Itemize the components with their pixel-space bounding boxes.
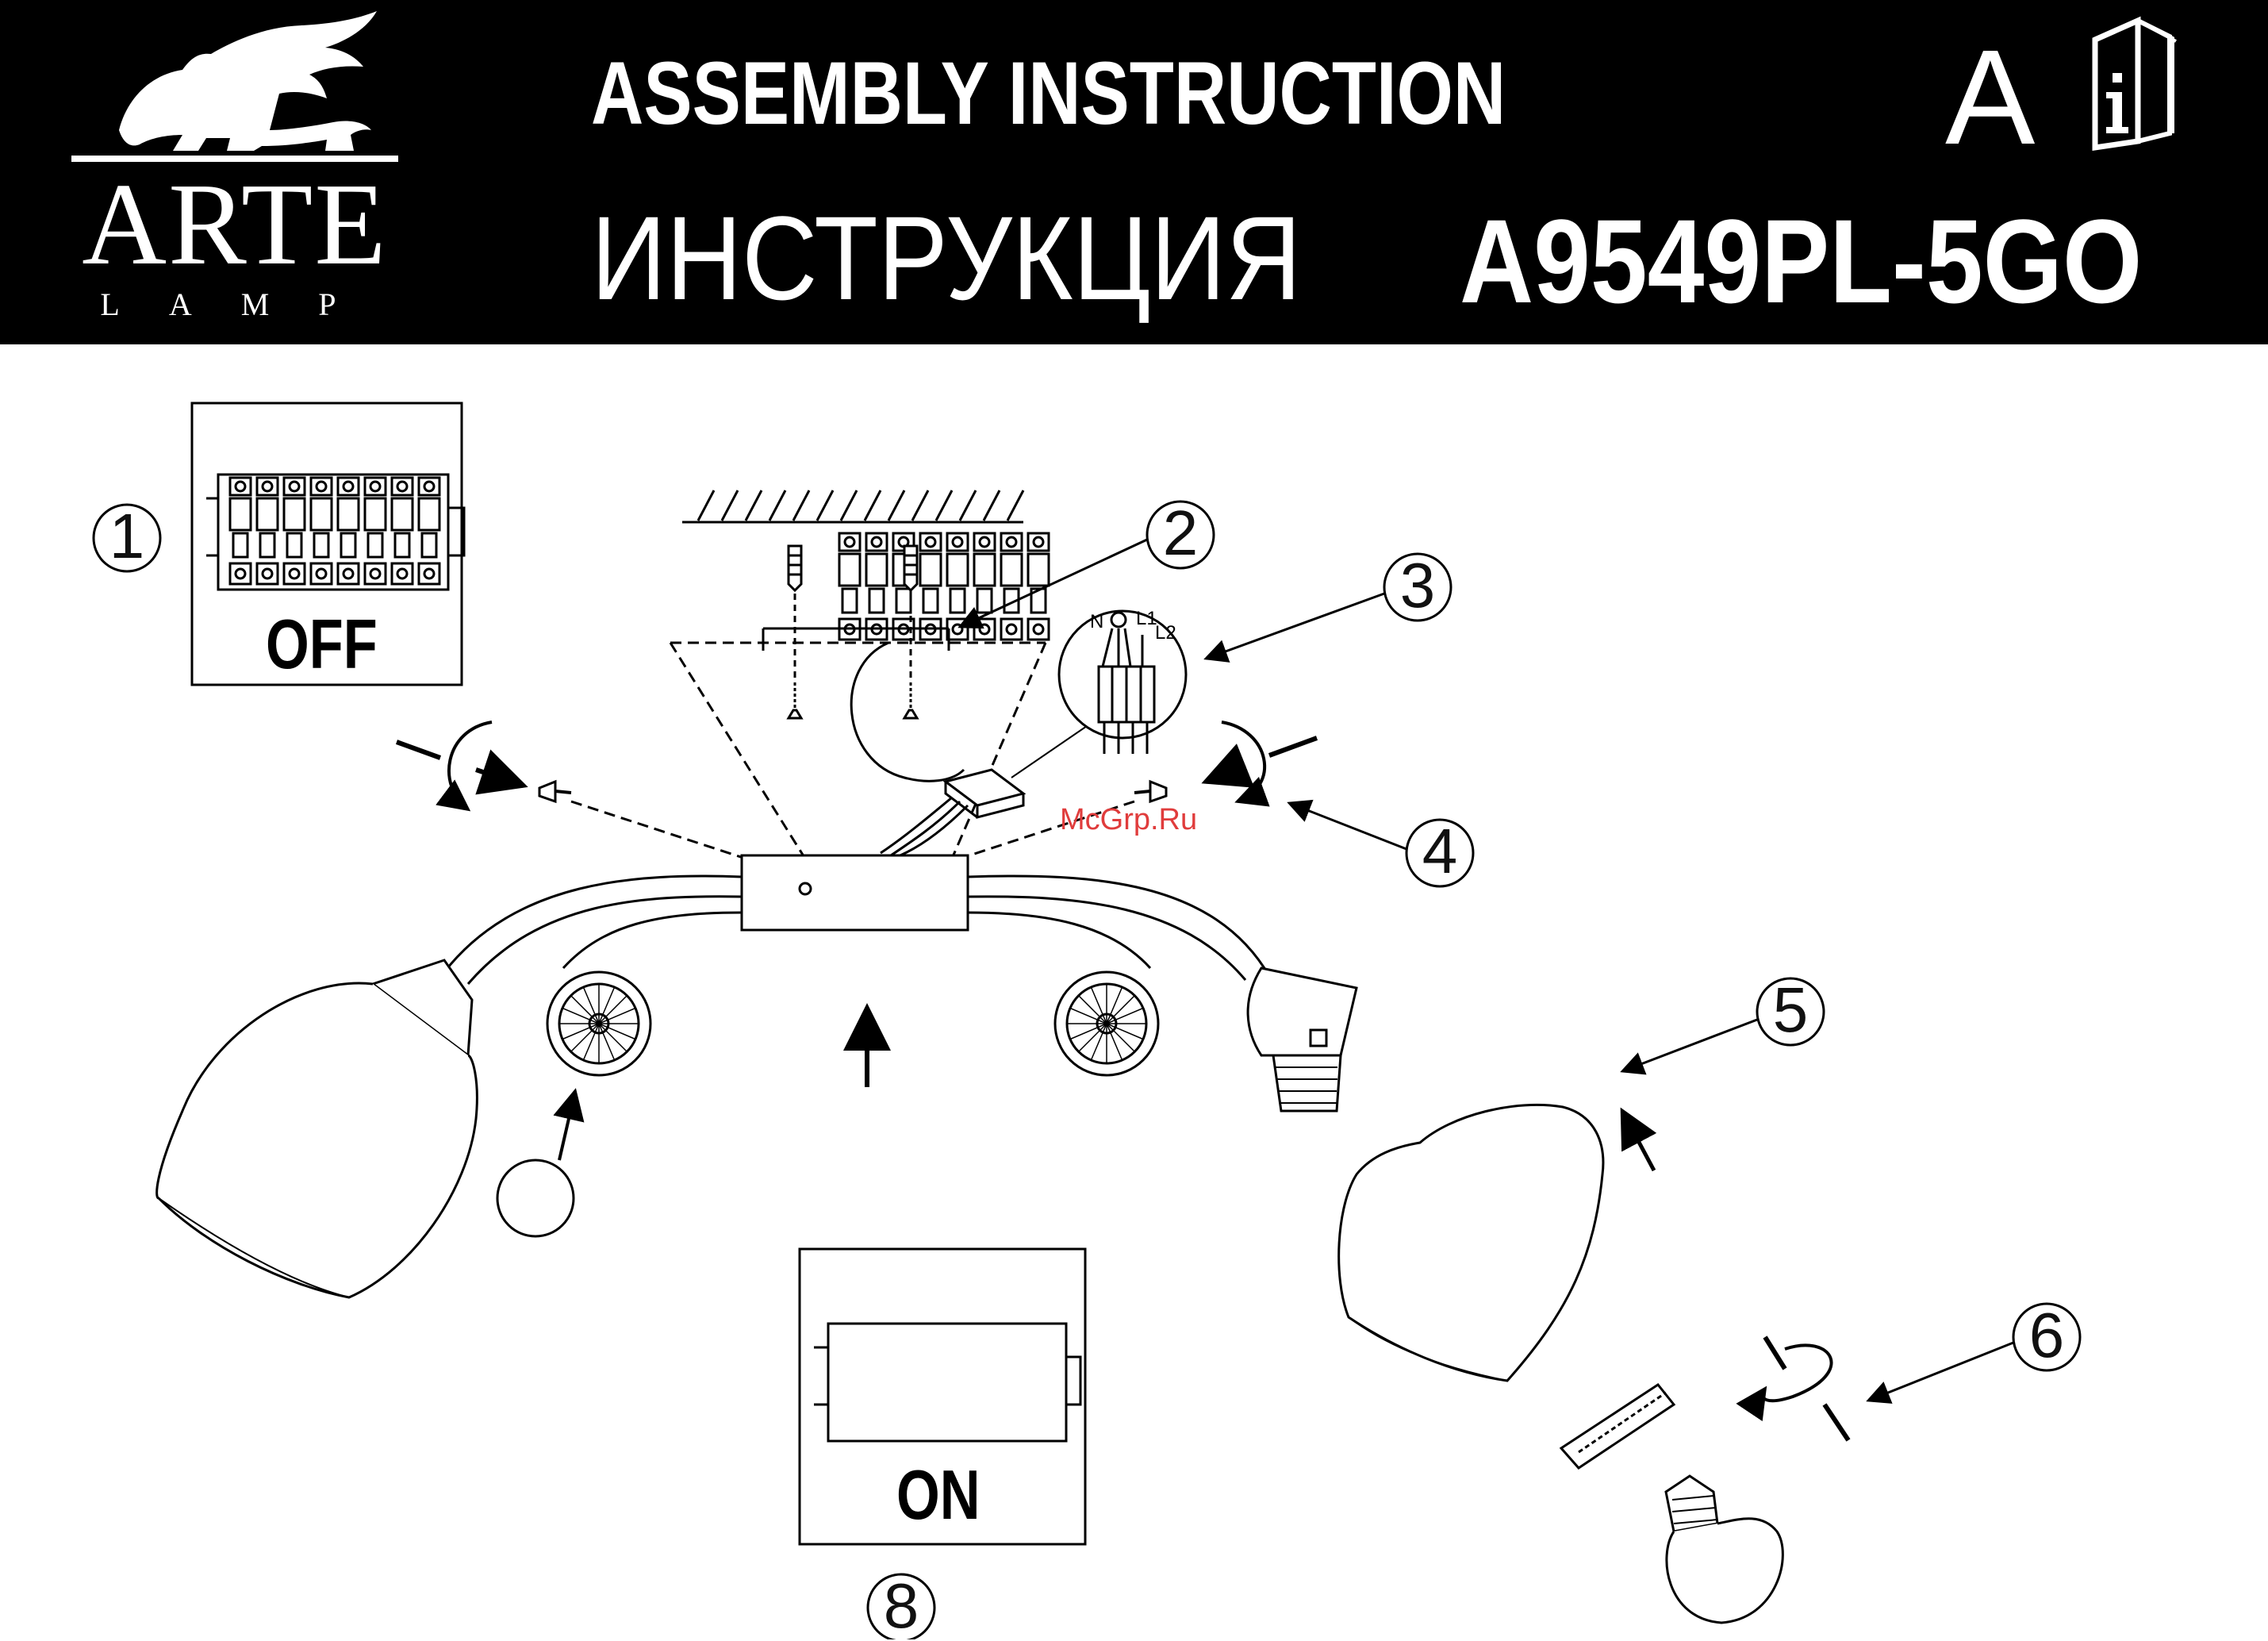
logo-sub-text: LAMP bbox=[71, 289, 398, 321]
title-english: ASSEMBLY INSTRUCTION bbox=[591, 49, 1506, 138]
step-4-label: 4 bbox=[1404, 820, 1476, 883]
header-bar: ARTE LAMP ASSEMBLY INSTRUCTION ИНСТРУКЦИ… bbox=[0, 0, 2268, 344]
terminal-n-label: N bbox=[1090, 613, 1103, 632]
screw-right-icon bbox=[904, 682, 917, 718]
lead-wires bbox=[881, 797, 968, 857]
terminal-l1-label: L1 bbox=[1136, 609, 1157, 628]
arte-lamp-logo: ARTE LAMP bbox=[71, 11, 398, 319]
switch-on-label: ON bbox=[896, 1460, 980, 1530]
ceiling-hatch bbox=[682, 490, 1023, 522]
leader-4 bbox=[1289, 803, 1406, 849]
shade-arrow bbox=[1622, 1111, 1654, 1170]
wall-plug-left-icon bbox=[789, 546, 801, 590]
fixing-ring-icon bbox=[1561, 1385, 1674, 1468]
lamp-holder-right bbox=[1248, 968, 1357, 1111]
model-number: A9549PL-5GO bbox=[1460, 202, 2142, 321]
step-8-label: 8 bbox=[865, 1574, 937, 1638]
step-3-label: 3 bbox=[1382, 554, 1453, 617]
language-letter: A bbox=[1945, 30, 2035, 165]
led-module-right-icon bbox=[1055, 972, 1158, 1075]
switch-off-label: OFF bbox=[266, 609, 378, 679]
step-2-label: 2 bbox=[1145, 502, 1216, 565]
terminal-l2-label: L2 bbox=[1155, 624, 1176, 643]
rotate-bulb-icon bbox=[1763, 1337, 1848, 1440]
screw-left-icon bbox=[789, 682, 801, 718]
leader-3 bbox=[1206, 594, 1384, 659]
led-module-left-icon bbox=[547, 972, 650, 1075]
leader-6 bbox=[1868, 1343, 2013, 1401]
step-6-label: 6 bbox=[2011, 1304, 2082, 1367]
step-1-label: 1 bbox=[91, 505, 163, 568]
rotate-right-icon bbox=[1206, 722, 1317, 801]
step-5-label: 5 bbox=[1755, 978, 1826, 1042]
zoom-leader bbox=[1011, 726, 1087, 778]
switch-on-panel bbox=[800, 533, 1085, 1544]
light-bulb-icon bbox=[1666, 1476, 1783, 1623]
terminal-block-on-icon bbox=[839, 533, 1049, 640]
logo-brand-text: ARTE bbox=[71, 166, 398, 283]
glass-shade-right bbox=[1339, 1105, 1603, 1381]
title-russian: ИНСТРУКЦИЯ bbox=[591, 198, 1302, 317]
leader-5 bbox=[1622, 1020, 1757, 1071]
screw-side-right-icon bbox=[1134, 782, 1166, 801]
wall-plug-right-icon bbox=[904, 546, 917, 590]
rotate-left-icon bbox=[397, 722, 524, 809]
screw-side-left-icon bbox=[539, 782, 571, 801]
ball-icon bbox=[497, 1160, 574, 1236]
assembly-diagram bbox=[0, 344, 2268, 1639]
watermark-text: McGrp.Ru bbox=[1060, 805, 1197, 835]
info-booklet-icon bbox=[2090, 14, 2178, 153]
glass-shade-left bbox=[157, 960, 478, 1297]
lamp-body bbox=[742, 855, 968, 930]
